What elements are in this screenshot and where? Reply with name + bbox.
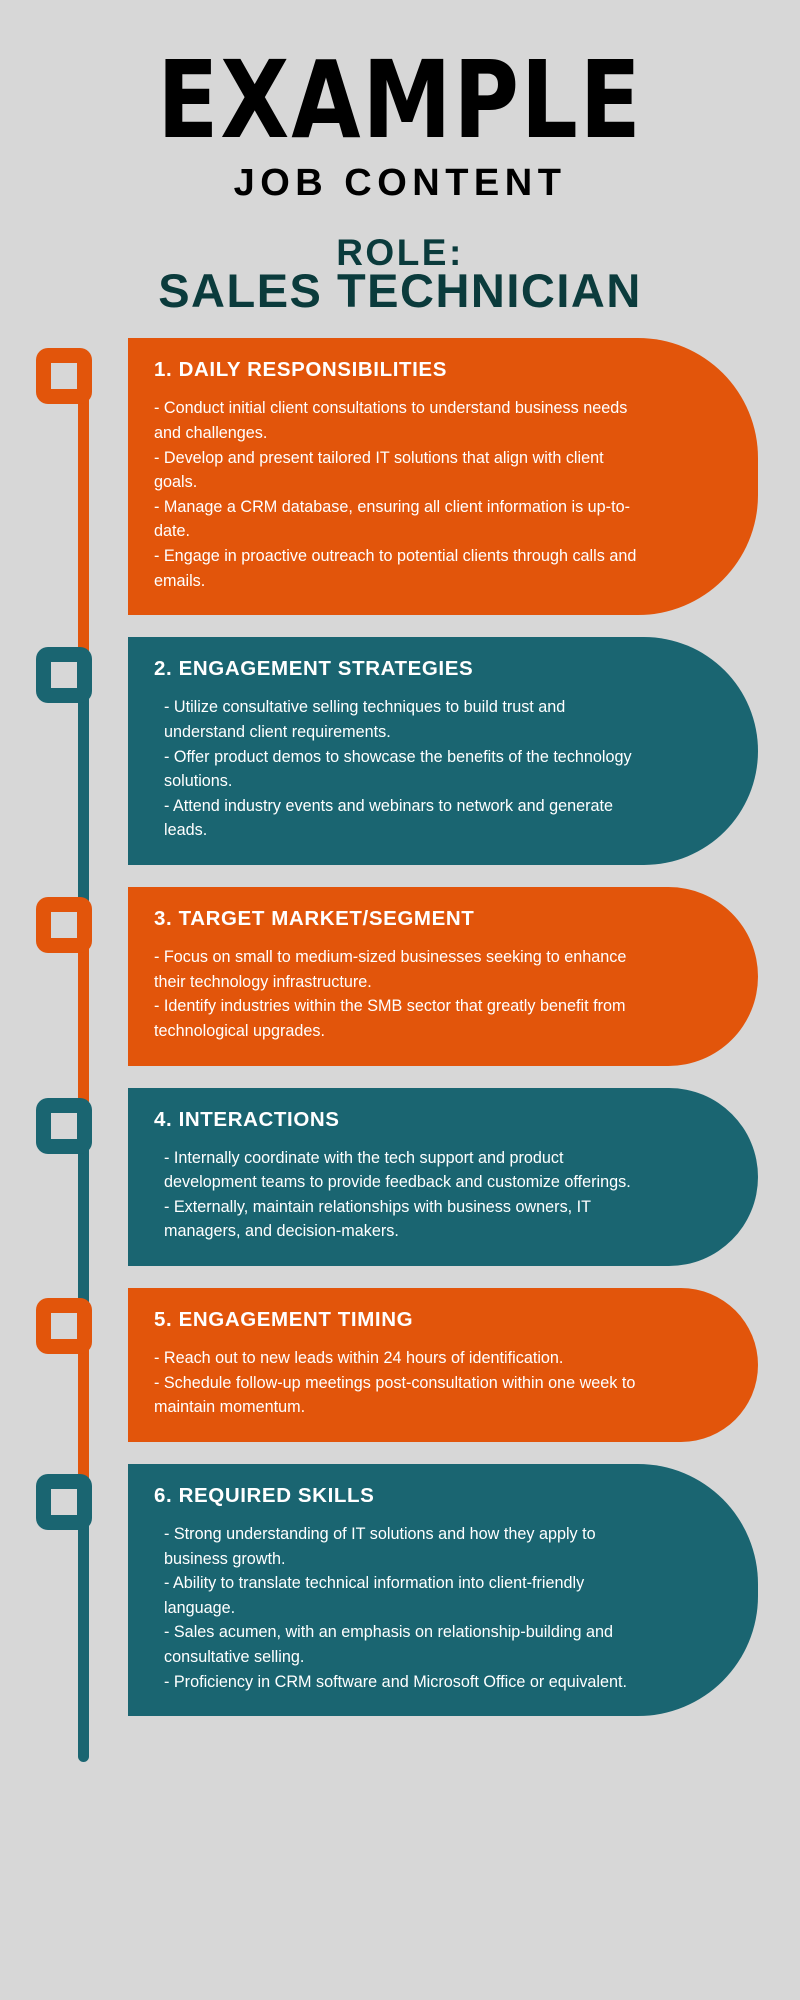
marker-inner-square bbox=[51, 662, 77, 689]
section-card: 2. ENGAGEMENT STRATEGIES - Utilize consul… bbox=[128, 637, 758, 866]
timeline-connector-segment bbox=[78, 925, 89, 1126]
timeline-connector-segment bbox=[78, 1501, 89, 1762]
marker-inner-square bbox=[51, 1313, 77, 1340]
timeline-connector-segment bbox=[78, 1125, 89, 1327]
timeline: 1. DAILY RESPONSIBILITIES - Conduct initi… bbox=[0, 338, 800, 1762]
timeline-row: 4. INTERACTIONS - Internally coordinate w… bbox=[0, 1087, 800, 1267]
square-marker-icon bbox=[36, 1298, 92, 1355]
bullet-item: - Focus on small to medium-sized busines… bbox=[154, 948, 627, 991]
bullet-item: - Attend industry events and webinars to… bbox=[164, 796, 614, 840]
square-marker-icon bbox=[36, 897, 92, 954]
bullet-item: - Externally, maintain relationships wit… bbox=[164, 1197, 591, 1241]
section-bullets: - Conduct initial client consultations t… bbox=[154, 396, 638, 593]
marker-column bbox=[0, 887, 128, 954]
square-marker-icon bbox=[36, 1473, 92, 1530]
section-card: 4. INTERACTIONS - Internally coordinate w… bbox=[128, 1087, 758, 1267]
marker-inner-square bbox=[51, 1488, 77, 1515]
page-subtitle: JOB CONTENT bbox=[233, 162, 567, 205]
square-marker-icon bbox=[36, 647, 92, 704]
section-card: 6. REQUIRED SKILLS - Strong understanding… bbox=[128, 1463, 758, 1717]
bullet-item: - Manage a CRM database, ensuring all cl… bbox=[154, 497, 630, 541]
bullet-item: - Schedule follow-up meetings post-consu… bbox=[154, 1373, 636, 1417]
timeline-connector-segment bbox=[78, 376, 89, 676]
section-bullets: - Utilize consultative selling technique… bbox=[154, 695, 638, 843]
marker-inner-square bbox=[51, 912, 77, 939]
section-title: 2. ENGAGEMENT STRATEGIES bbox=[154, 657, 474, 681]
bullet-item: - Ability to translate technical informa… bbox=[164, 1574, 585, 1617]
bullet-item: - Strong understanding of IT solutions a… bbox=[164, 1524, 596, 1568]
timeline-row: 1. DAILY RESPONSIBILITIES - Conduct initi… bbox=[0, 338, 800, 616]
timeline-connector-segment bbox=[78, 675, 89, 926]
section-card: 1. DAILY RESPONSIBILITIES - Conduct initi… bbox=[128, 338, 758, 616]
marker-column bbox=[0, 338, 128, 405]
role-name: SALES TECHNICIAN bbox=[158, 264, 642, 318]
bullet-item: - Engage in proactive outreach to potent… bbox=[154, 547, 637, 590]
marker-inner-square bbox=[51, 1112, 77, 1139]
section-title: 3. TARGET MARKET/SEGMENT bbox=[154, 907, 475, 931]
bullet-item: - Offer product demos to showcase the be… bbox=[164, 747, 632, 791]
section-title: 6. REQUIRED SKILLS bbox=[154, 1483, 375, 1507]
role-label: ROLE: bbox=[336, 232, 464, 274]
section-title: 5. ENGAGEMENT TIMING bbox=[154, 1308, 414, 1332]
bullet-item: - Reach out to new leads within 24 hours… bbox=[154, 1349, 564, 1368]
section-bullets: - Internally coordinate with the tech su… bbox=[154, 1146, 638, 1245]
section-card: 3. TARGET MARKET/SEGMENT - Focus on small… bbox=[128, 887, 758, 1066]
marker-column bbox=[0, 1088, 128, 1154]
square-marker-icon bbox=[36, 348, 92, 405]
page-title: EXAMPLE bbox=[157, 39, 643, 163]
bullet-item: - Identify industries within the SMB sec… bbox=[154, 997, 626, 1040]
timeline-connector-segment bbox=[78, 1326, 89, 1502]
square-marker-icon bbox=[36, 1097, 92, 1154]
section-card: 5. ENGAGEMENT TIMING - Reach out to new l… bbox=[128, 1288, 758, 1442]
timeline-row: 5. ENGAGEMENT TIMING - Reach out to new l… bbox=[0, 1288, 800, 1442]
role-block: ROLE: SALES TECHNICIAN bbox=[0, 234, 800, 315]
section-bullets: - Focus on small to medium-sized busines… bbox=[154, 945, 638, 1044]
marker-column bbox=[0, 1288, 128, 1355]
timeline-row: 3. TARGET MARKET/SEGMENT - Focus on small… bbox=[0, 887, 800, 1066]
bullet-item: - Proficiency in CRM software and Micros… bbox=[164, 1672, 628, 1691]
bullet-item: - Develop and present tailored IT soluti… bbox=[154, 448, 604, 492]
bullet-item: - Utilize consultative selling technique… bbox=[164, 698, 566, 741]
marker-column bbox=[0, 637, 128, 704]
timeline-row: 6. REQUIRED SKILLS - Strong understanding… bbox=[0, 1463, 800, 1717]
timeline-row: 2. ENGAGEMENT STRATEGIES - Utilize consul… bbox=[0, 637, 800, 866]
header: EXAMPLE JOB CONTENT ROLE: SALES TECHNICI… bbox=[0, 0, 800, 315]
bullet-item: - Sales acumen, with an emphasis on rela… bbox=[164, 1623, 614, 1667]
section-bullets: - Reach out to new leads within 24 hours… bbox=[154, 1346, 638, 1420]
bullet-item: - Conduct initial client consultations t… bbox=[154, 399, 628, 442]
bullet-item: - Internally coordinate with the tech su… bbox=[164, 1148, 631, 1192]
marker-column bbox=[0, 1464, 128, 1530]
section-bullets: - Strong understanding of IT solutions a… bbox=[154, 1522, 638, 1694]
section-title: 4. INTERACTIONS bbox=[154, 1107, 340, 1131]
section-title: 1. DAILY RESPONSIBILITIES bbox=[154, 358, 447, 382]
marker-inner-square bbox=[51, 363, 77, 390]
